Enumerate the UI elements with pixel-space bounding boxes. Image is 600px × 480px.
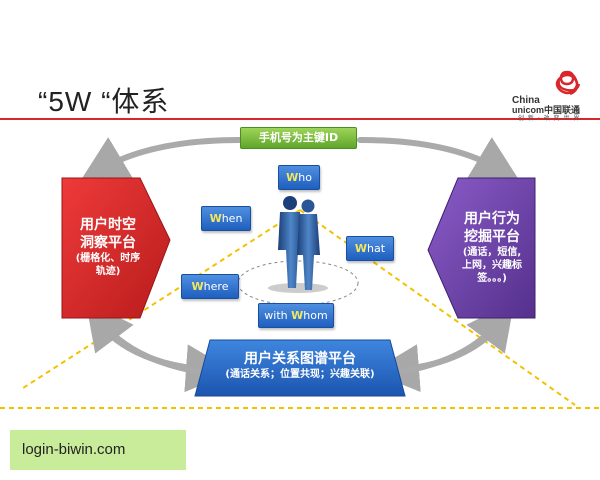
bottom-panel-shape — [194, 339, 406, 397]
left-panel-title-2: 洞察平台 — [80, 235, 136, 251]
left-panel-title-1: 用户时空 — [80, 217, 136, 233]
bottom-panel-title: 用户关系图谱平台 — [244, 351, 356, 367]
who-rest: ho — [298, 171, 312, 184]
right-panel-sub-2: 上网，兴趣标 — [462, 260, 522, 271]
logo-slogan: 创 新 · 改 变 世 界 — [518, 115, 581, 122]
whom-rest: hom — [303, 309, 328, 322]
whom-highlight: W — [291, 309, 304, 322]
whom-prefix: with — [264, 309, 292, 322]
logo-wordmark-unicom: unicom中国联通 — [512, 105, 581, 115]
left-panel-label: 用户时空 洞察平台 (栅格化、时序 轨迹) — [62, 216, 154, 278]
left-panel-sub-1: (栅格化、时序 — [75, 253, 141, 264]
right-panel-label: 用户行为 挖掘平台 (通话，短信, 上网，兴趣标 签。。。) — [448, 210, 536, 285]
when-box: When — [201, 206, 251, 231]
who-highlight: W — [286, 171, 299, 184]
where-highlight: W — [191, 280, 204, 293]
right-panel-sub-3: 签。。。) — [477, 273, 507, 284]
where-box: Where — [181, 274, 239, 299]
where-rest: here — [203, 280, 229, 293]
right-panel-sub-1: (通话，短信, — [462, 247, 522, 258]
right-panel-title-2: 挖掘平台 — [464, 229, 520, 245]
who-box: Who — [278, 165, 320, 190]
people-figures-icon — [268, 196, 328, 293]
when-highlight: W — [209, 212, 222, 225]
china-unicom-logo-icon — [555, 70, 581, 96]
bottom-panel-label: 用户关系图谱平台 (通话关系；位置共现；兴趣关联) — [200, 350, 400, 381]
when-rest: hen — [221, 212, 243, 225]
grey-cycle-arrows — [79, 137, 521, 393]
footer-banner — [10, 430, 186, 470]
page-title: “5W “体系 — [38, 86, 170, 117]
title-divider — [0, 118, 600, 120]
5w-diagram — [0, 137, 600, 409]
left-panel-shape — [61, 177, 171, 319]
what-box: What — [346, 236, 394, 261]
whom-box: with Whom — [258, 303, 334, 328]
yellow-dashed-lines — [0, 209, 600, 409]
logo-wordmark-china: China — [512, 95, 540, 106]
right-panel-title-1: 用户行为 — [464, 211, 520, 227]
left-panel-sub-2: 轨迹) — [95, 266, 121, 277]
right-panel-shape — [427, 177, 536, 319]
what-highlight: W — [354, 242, 368, 255]
footer-url[interactable]: login-biwin.com — [22, 441, 126, 458]
bottom-panel-sub: (通话关系；位置共现；兴趣关联) — [225, 369, 375, 380]
primary-key-label: 手机号为主键ID — [240, 127, 357, 149]
what-rest: hat — [367, 242, 386, 255]
